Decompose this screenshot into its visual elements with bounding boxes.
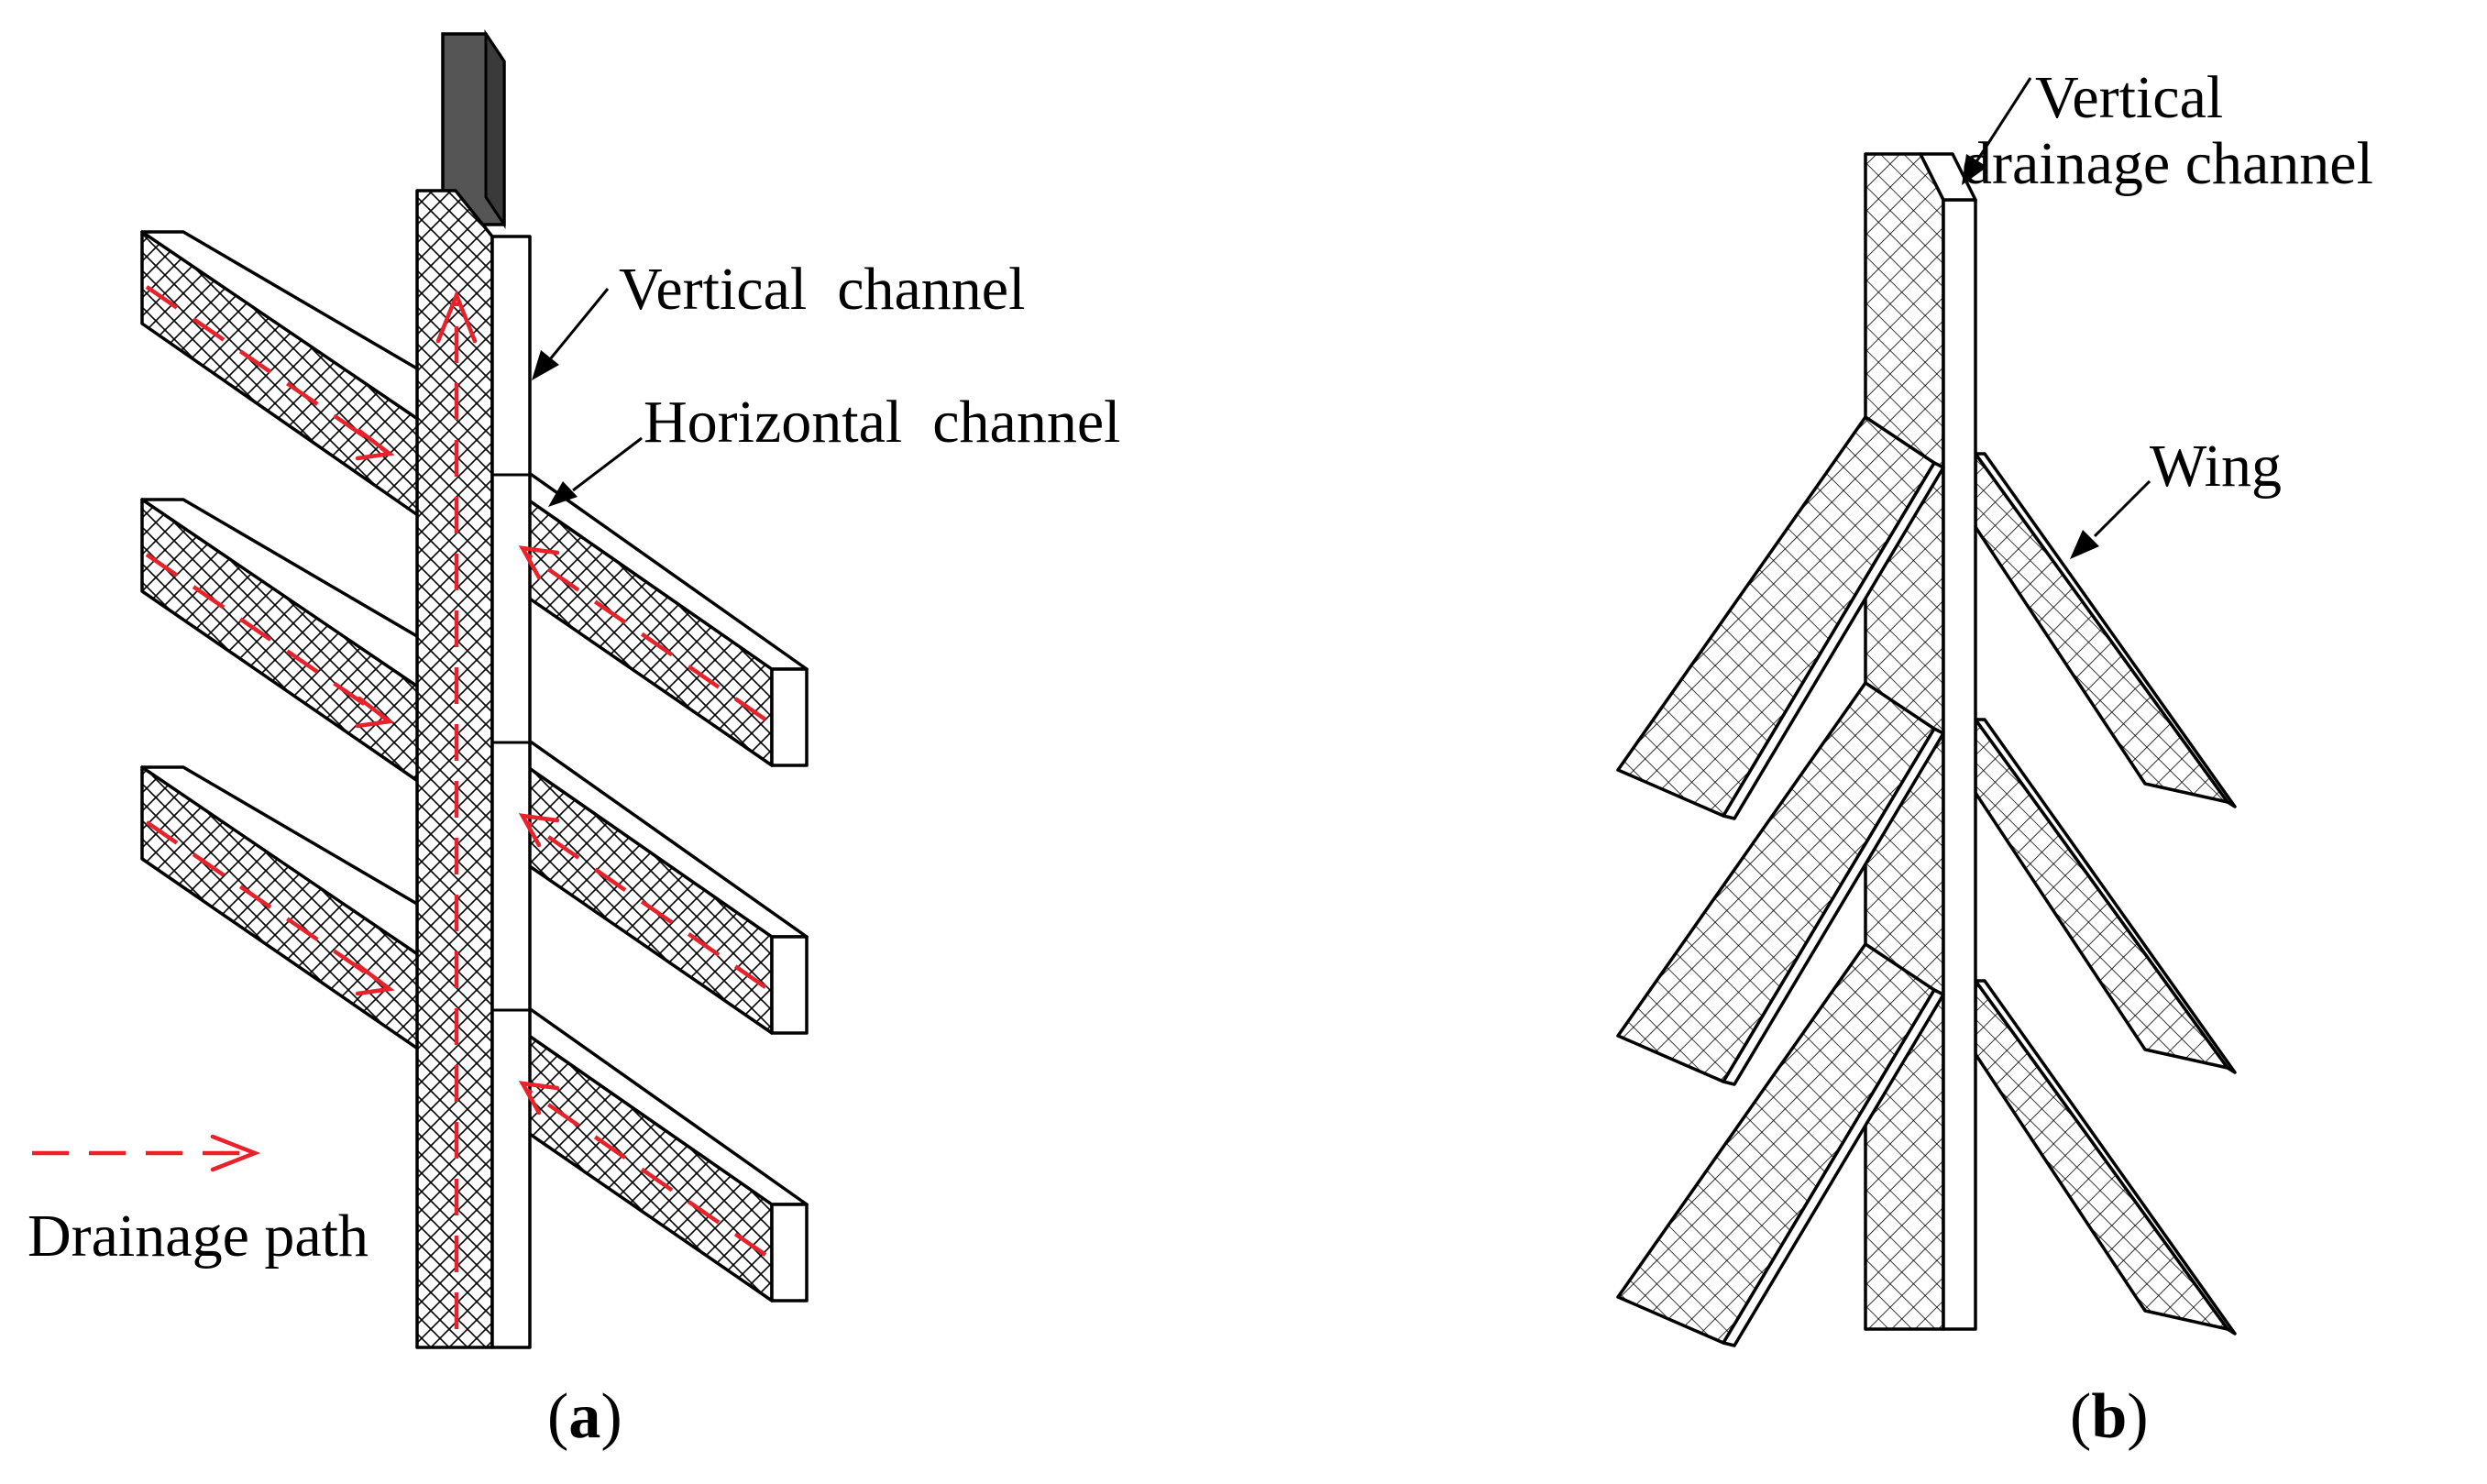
panel-b-diagram: Vertical drainage channel Wing (b) bbox=[1616, 64, 2373, 1452]
label-horizontal-channel: Horizontal channel bbox=[644, 389, 1120, 456]
caption-b: (b) bbox=[2070, 1381, 2149, 1452]
leader-vertical-channel bbox=[532, 288, 610, 380]
leader-vertical-drainage-channel bbox=[1962, 77, 2032, 185]
label-vertical-channel: Vertical channel bbox=[619, 256, 1025, 323]
horizontal-channels-left bbox=[140, 230, 424, 1053]
leader-wing bbox=[2070, 479, 2151, 559]
wings-left bbox=[1616, 415, 1945, 1347]
label-vertical-drainage-line1: Vertical bbox=[2035, 64, 2223, 131]
panel-a-diagram: Vertical channel Horizontal channel Drai… bbox=[28, 29, 1120, 1452]
label-drainage-path: Drainage path bbox=[28, 1203, 369, 1270]
legend-arrow bbox=[32, 1134, 261, 1172]
label-wing: Wing bbox=[2150, 433, 2282, 500]
leader-horizontal-channel bbox=[548, 436, 643, 507]
caption-a: (a) bbox=[547, 1381, 622, 1452]
label-vertical-drainage-line2: drainage channel bbox=[1962, 130, 2373, 197]
vertical-channel-top-block bbox=[441, 29, 506, 229]
horizontal-channels-right bbox=[490, 473, 809, 1303]
wings-right bbox=[1974, 452, 2237, 1336]
vertical-channel bbox=[415, 189, 532, 1349]
drainage-path-arrows bbox=[145, 285, 767, 1329]
